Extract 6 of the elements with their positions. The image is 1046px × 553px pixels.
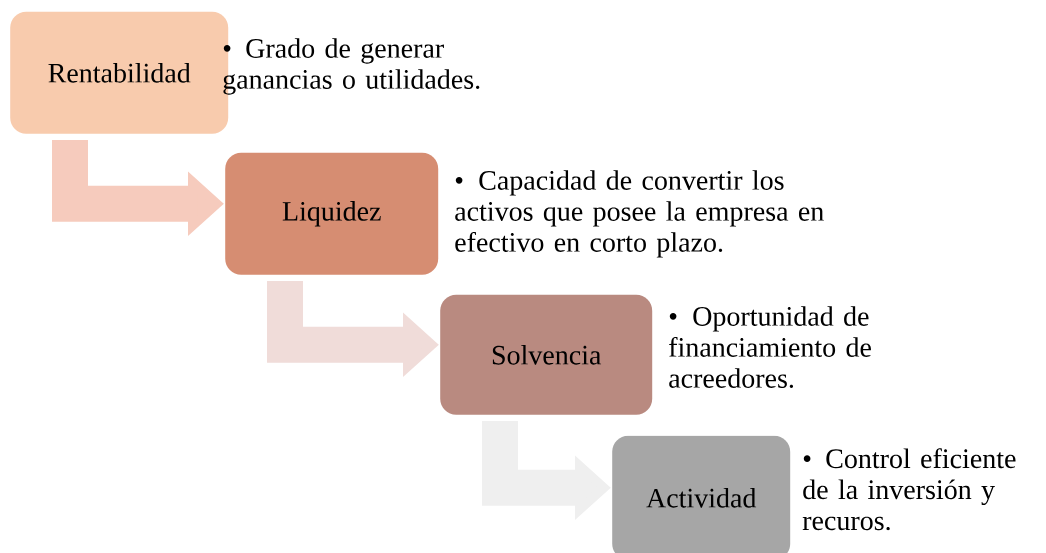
bullet-text: • Control eficiente de la inversión y recuros. <box>802 448 1016 531</box>
bullet-text: • Capacidad de convertir los activos que posee la empresa en efectivo en corto plazo. <box>455 170 824 258</box>
process-box: Liquidez <box>225 152 439 275</box>
process-box: Actividad <box>612 435 791 553</box>
process-box: Solvencia <box>440 294 653 415</box>
bullet-text: • Oportunidad de financiamiento de acreedores. <box>669 306 871 388</box>
